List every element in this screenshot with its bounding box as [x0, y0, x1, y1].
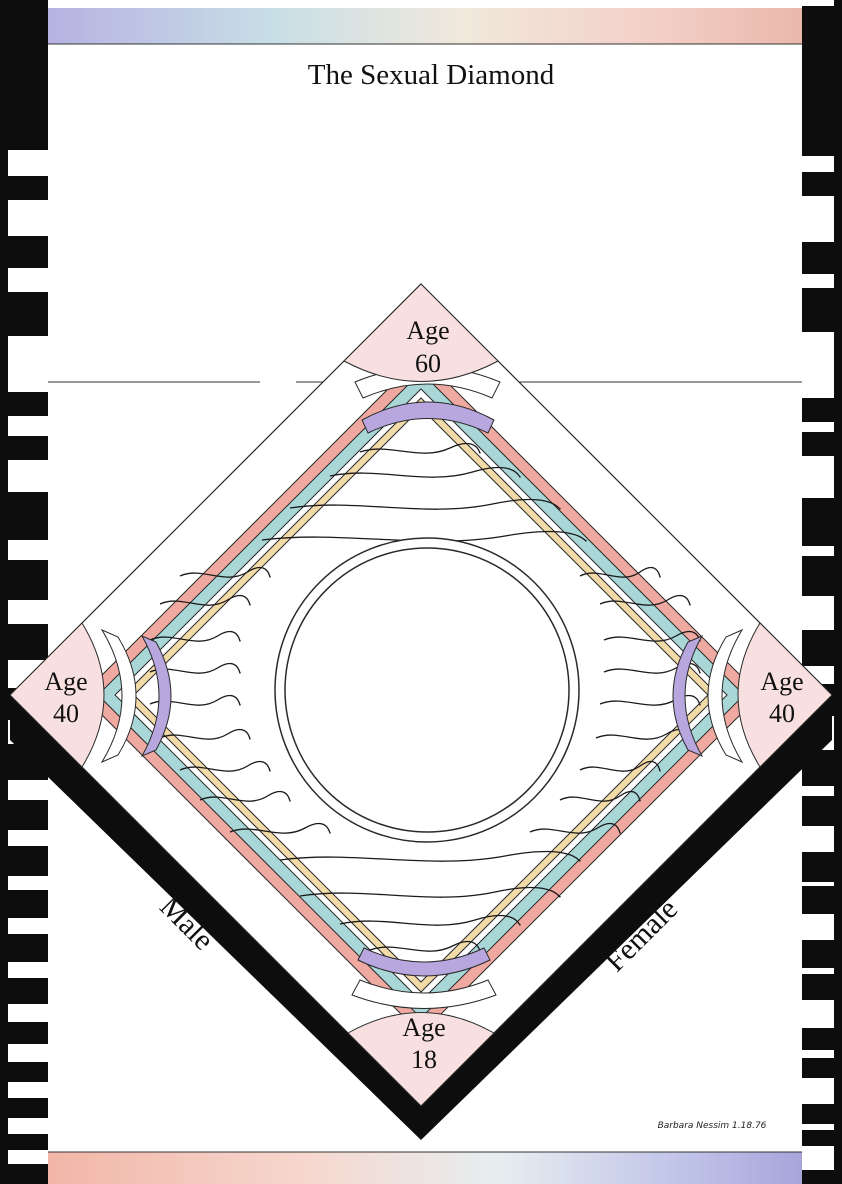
right-stripe	[802, 886, 834, 914]
artist-signature: Barbara Nessim 1.18.76	[658, 1121, 767, 1131]
right-stripe	[802, 796, 834, 826]
left-stripe	[8, 436, 48, 460]
left-stripe	[8, 1098, 48, 1118]
center-circle-inner	[285, 548, 569, 832]
left-stripe	[8, 978, 48, 1004]
right-stripe	[802, 1104, 834, 1124]
left-stripe	[8, 492, 48, 540]
left-stripe	[8, 846, 48, 876]
left-stripe	[8, 176, 48, 200]
left-stripe	[8, 392, 48, 416]
right-edge-bar	[834, 0, 842, 1184]
corner-top-word: Age	[406, 316, 449, 345]
right-stripe	[802, 432, 834, 456]
right-stripe	[802, 940, 834, 968]
left-stripe	[8, 236, 48, 268]
top-gradient-band	[48, 8, 802, 44]
left-stripe	[8, 292, 48, 336]
left-stripe	[8, 624, 48, 660]
left-stripe	[8, 1134, 48, 1150]
right-stripe	[802, 974, 834, 1000]
right-stripe	[802, 1058, 834, 1078]
right-stripe	[802, 242, 834, 274]
corner-right-value: 40	[769, 699, 795, 728]
right-stripe	[802, 172, 834, 196]
right-stripe	[802, 852, 834, 882]
left-stripe	[8, 560, 48, 600]
corner-bottom-value: 18	[411, 1045, 437, 1074]
right-stripe	[802, 630, 834, 666]
bottom-gradient-band	[48, 1152, 802, 1184]
right-stripe	[802, 6, 834, 156]
right-stripe	[802, 288, 834, 332]
right-stripe	[802, 398, 834, 422]
right-stripe	[802, 1130, 834, 1146]
left-stripe	[8, 0, 48, 150]
left-stripe	[8, 1022, 48, 1044]
left-stripe	[8, 1164, 48, 1184]
left-stripe	[8, 934, 48, 962]
left-stripe	[8, 890, 48, 918]
corner-left-word: Age	[44, 667, 87, 696]
right-stripe	[802, 556, 834, 596]
right-stripe	[802, 498, 834, 546]
corner-bottom-word: Age	[402, 1013, 445, 1042]
left-stripe	[8, 800, 48, 830]
right-stripe	[802, 1170, 834, 1184]
poster-title: The Sexual Diamond	[308, 59, 555, 91]
corner-right-word: Age	[760, 667, 803, 696]
left-edge-bar	[0, 0, 8, 1184]
corner-top-value: 60	[415, 349, 441, 378]
left-stripe	[8, 1062, 48, 1082]
corner-left-value: 40	[53, 699, 79, 728]
right-stripe	[802, 1028, 834, 1050]
